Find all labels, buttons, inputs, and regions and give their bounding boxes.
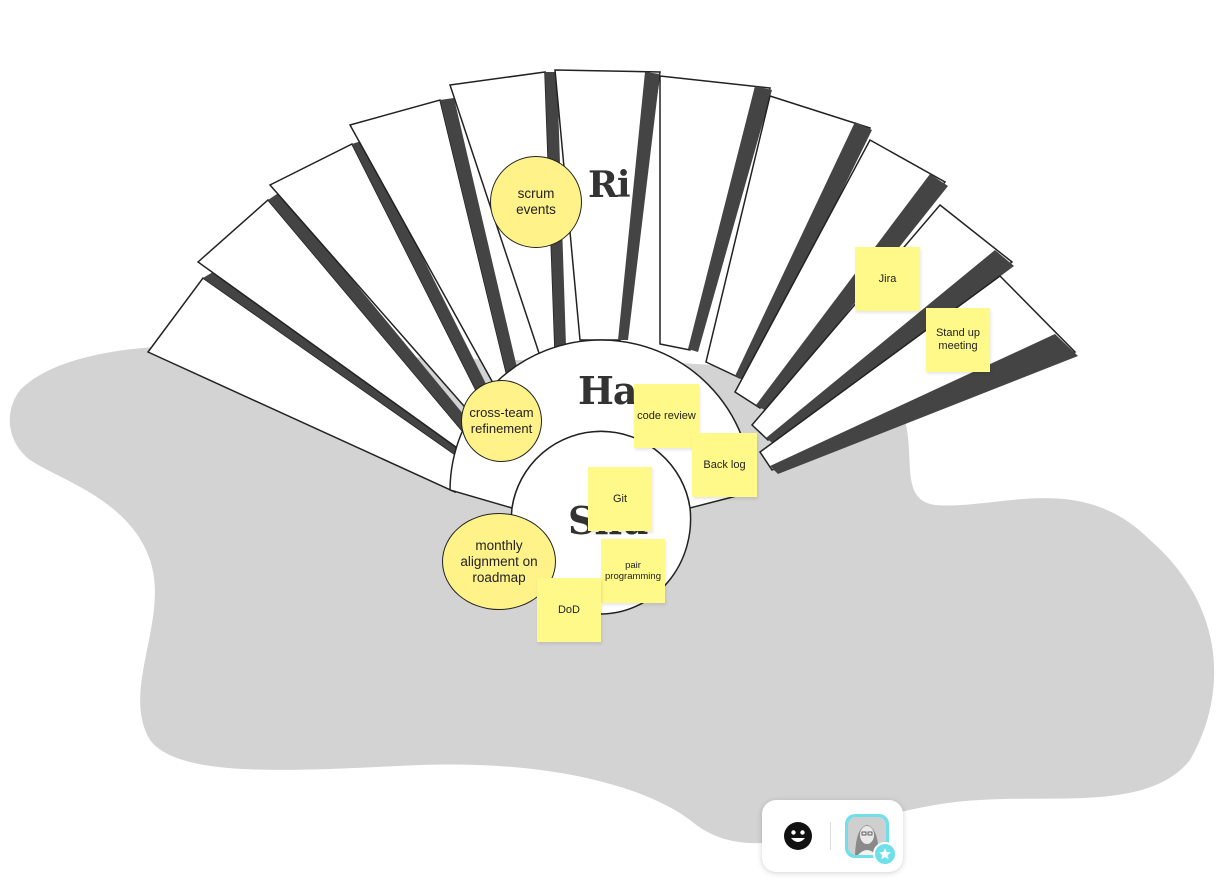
reaction-toolbar <box>762 800 903 872</box>
sticky-note-code-review[interactable]: code review <box>634 384 699 448</box>
ring-label-ha: Ha <box>578 368 638 413</box>
sticky-note-jira[interactable]: Jira <box>855 247 920 311</box>
star-icon <box>873 842 897 866</box>
sticky-note-back-log[interactable]: Back log <box>692 433 757 497</box>
smiley-icon[interactable] <box>781 819 815 853</box>
ring-label-ri: Ri <box>588 164 631 206</box>
user-avatar[interactable] <box>845 814 897 866</box>
sticky-note-stand-up-meeting[interactable]: Stand up meeting <box>926 308 990 372</box>
sticky-note-git[interactable]: Git <box>588 467 652 531</box>
sticky-note-pair-programming[interactable]: pair programming <box>601 539 665 603</box>
circle-note-scrum-events[interactable]: scrum events <box>490 156 582 248</box>
avatar-photo <box>848 817 886 855</box>
sticky-note-dod[interactable]: DoD <box>537 578 601 642</box>
toolbar-divider <box>830 822 831 850</box>
circle-note-cross-team-refinement[interactable]: cross-team refinement <box>461 380 542 462</box>
